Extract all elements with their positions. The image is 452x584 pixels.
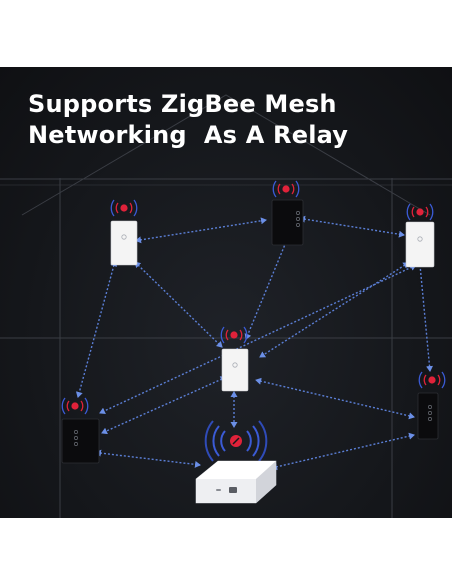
mesh-link (416, 260, 434, 372)
mesh-link (259, 262, 410, 358)
mesh-link (134, 261, 223, 348)
headline: Supports ZigBee Mesh Networking As A Rel… (28, 89, 348, 151)
black-wall-switch (271, 199, 304, 246)
mesh-link (75, 260, 118, 398)
black-wall-switch (61, 418, 100, 464)
headline-line-2: Networking As A Relay (28, 121, 349, 149)
mesh-link (101, 376, 227, 435)
signal-icon-6 (418, 371, 446, 389)
mesh-link (244, 237, 289, 340)
hub-signal-icon (204, 420, 268, 462)
zigbee-hub (195, 460, 277, 504)
signal-icon-3 (406, 203, 434, 221)
mesh-link (99, 264, 417, 415)
signal-icon-2 (272, 180, 300, 198)
white-wall-switch (405, 221, 435, 268)
mesh-link (271, 432, 415, 471)
usb-port (216, 489, 221, 491)
mesh-link (135, 217, 267, 244)
signal-icon-4 (220, 326, 248, 344)
signal-icon-1 (110, 199, 138, 217)
black-wall-switch (417, 392, 439, 440)
mesh-network-illustration (0, 94, 452, 518)
white-wall-switch (221, 348, 249, 392)
headline-line-1: Supports ZigBee Mesh (28, 90, 337, 118)
product-banner: Supports ZigBee Mesh Networking As A Rel… (0, 67, 452, 518)
mesh-link (255, 377, 415, 420)
mesh-link (299, 215, 405, 238)
white-wall-switch (110, 220, 138, 266)
mesh-link (95, 449, 201, 468)
ethernet-port (229, 487, 237, 493)
signal-icon-5 (61, 397, 89, 415)
mesh-links (75, 215, 434, 471)
